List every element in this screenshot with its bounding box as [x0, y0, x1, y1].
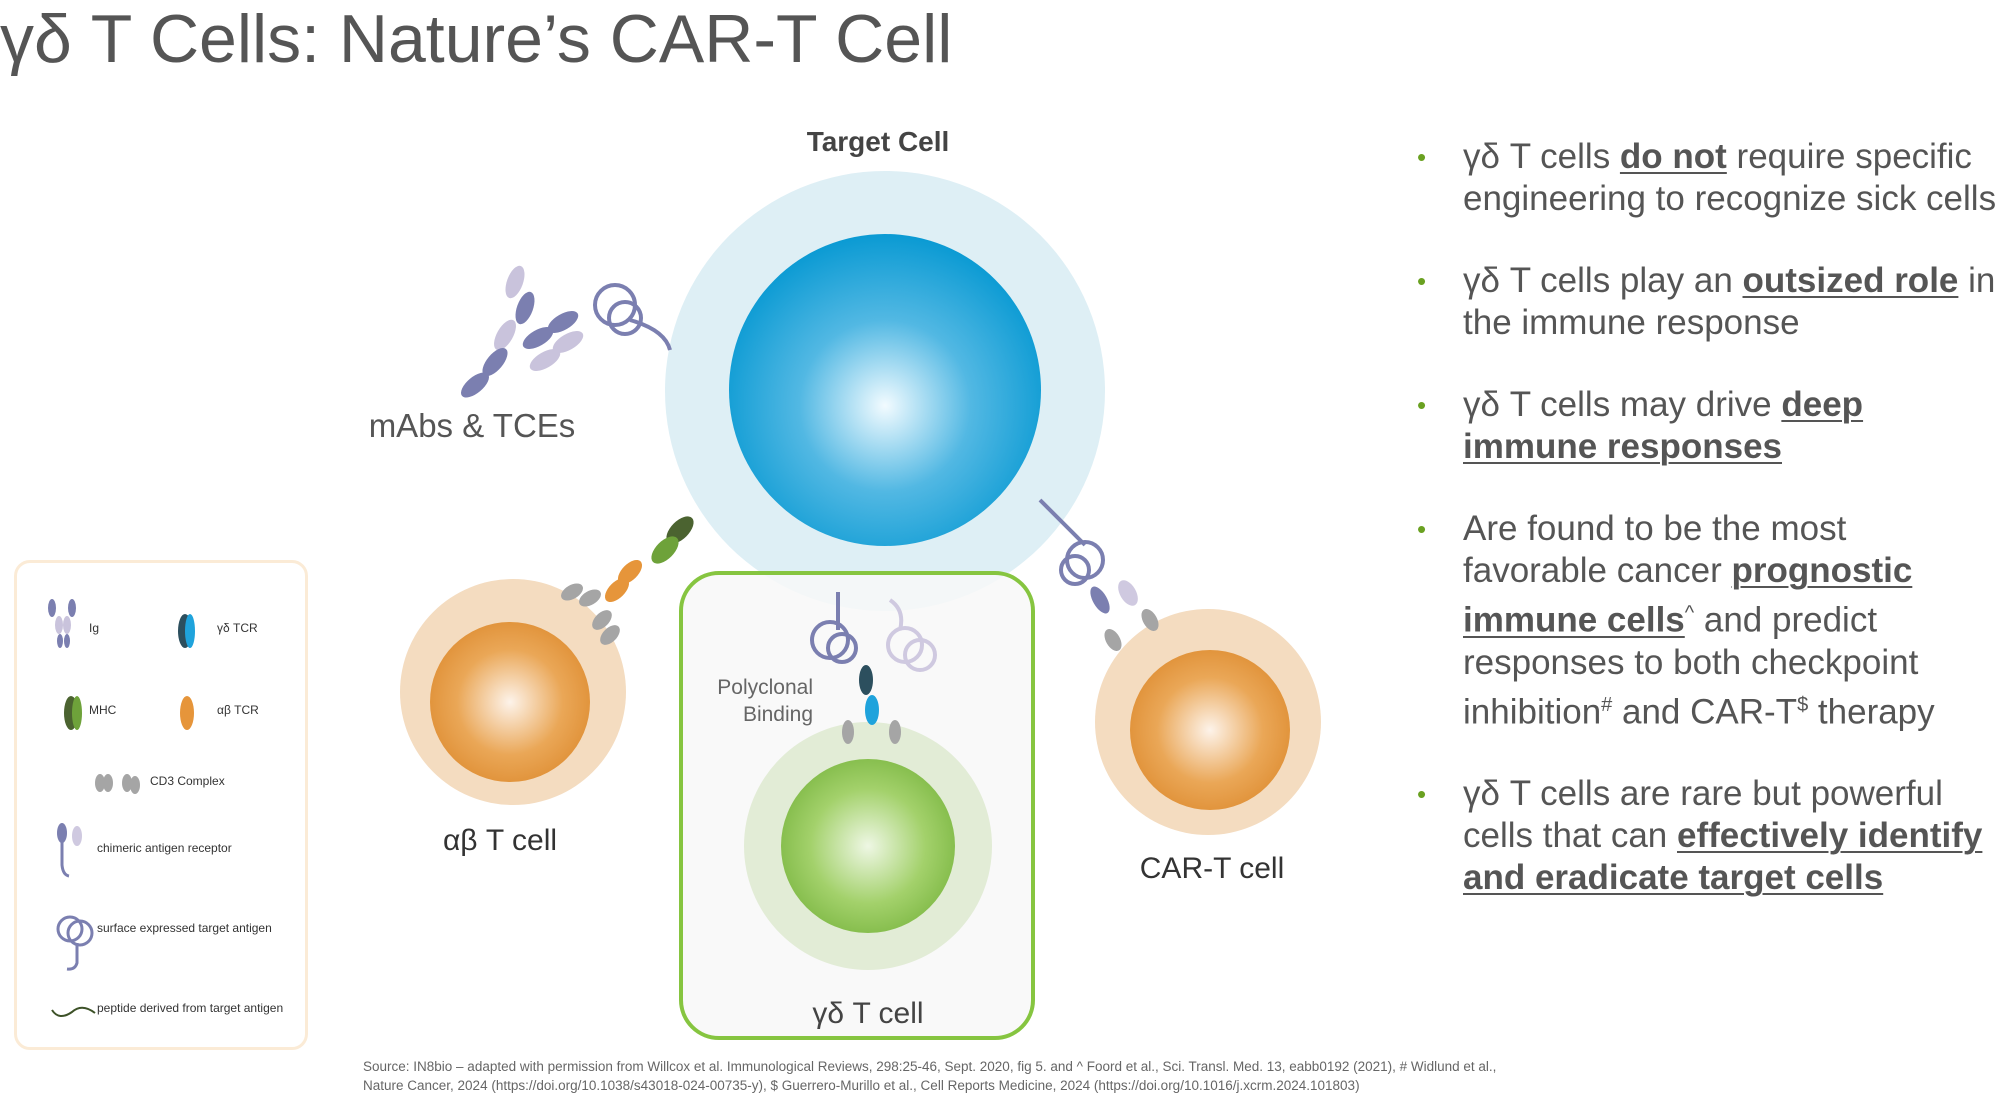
car-t-cell [1130, 650, 1290, 810]
ab-t-cell [430, 622, 590, 782]
bullet-text: require specific engineering to recogniz… [1463, 137, 1997, 218]
ig-icon [48, 599, 76, 648]
target-cell [729, 234, 1041, 546]
ab-tcr-legend-icon [180, 696, 194, 730]
legend-ab-tcr: αβ TCR [217, 703, 259, 717]
cd3-legend-icon [95, 774, 140, 794]
bullet-list: • γδ T cells do not require specific engi… [1417, 136, 1997, 939]
ab-tcr-icon [604, 559, 643, 603]
source-line-2: Nature Cancer, 2024 (https://doi.org/10.… [363, 1078, 1360, 1093]
gd-tcr-legend-icon [178, 614, 195, 648]
slide-title: γδ T Cells: Nature’s CAR-T Cell [0, 1, 953, 77]
car-icon [1090, 580, 1138, 614]
bullet-item: • Are found to be the most favorable canc… [1417, 508, 1997, 733]
bullet-dot: • [1417, 779, 1427, 810]
footnote-mark: # [1601, 693, 1613, 716]
bullet-emphasis: prognostic immune cells [1463, 551, 1913, 640]
gd-tcr-icon [859, 665, 879, 725]
bullet-dot: • [1417, 142, 1427, 172]
legend-mhc: MHC [89, 703, 117, 717]
bullet-item: • γδ T cells may drive deep immune respon… [1417, 384, 1997, 468]
legend-peptide: peptide derived from target antigen [97, 1001, 284, 1015]
bullet-emphasis: deep immune responses [1463, 385, 1864, 466]
polyclonal-label: Polyclonal [717, 676, 813, 699]
target-cell-label: Target Cell [807, 126, 950, 157]
bullet-emphasis: do not [1619, 137, 1727, 176]
bullet-dot: • [1417, 514, 1427, 544]
bullet-dot: • [1417, 266, 1427, 296]
bullet-dot: • [1417, 390, 1427, 420]
car-legend-icon [57, 823, 82, 878]
cd3-complex-icon [561, 583, 1159, 744]
legend-antigen: surface expressed target antigen [97, 921, 272, 935]
bullet-text: γδ T cells may drive [1463, 385, 1782, 424]
gd-t-cell [781, 759, 955, 933]
mhc-legend-icon [64, 696, 82, 730]
target-antigen-icon [593, 283, 1105, 664]
bullet-item: • γδ T cells play an outsized role in the… [1417, 260, 1997, 344]
source-line-1: Source: IN8bio – adapted with permission… [363, 1059, 1497, 1074]
bullet-item: • γδ T cells are rare but powerful cells … [1417, 773, 1997, 899]
bullet-text: in the immune response [1463, 261, 1996, 342]
bullet-text: therapy [1808, 692, 1935, 732]
legend-ig: Ig [89, 621, 100, 635]
ab-t-cell-label: αβ T cell [443, 824, 557, 857]
mabs-label: mAbs & TCEs [369, 407, 576, 444]
source-citation: Source: IN8bio – adapted with permission… [363, 1057, 1983, 1095]
footnote-mark: ^ [1684, 602, 1695, 624]
peptide-legend-icon [51, 1006, 96, 1017]
footnote-mark: $ [1797, 693, 1809, 716]
bullet-text: γδ T cells are rare but powerful cells t… [1463, 774, 1943, 856]
bullet-item: • γδ T cells do not require specific engi… [1417, 136, 1997, 220]
legend-gd-tcr: γδ TCR [217, 621, 258, 635]
legend-car: chimeric antigen receptor [97, 841, 232, 855]
bullet-text: and CAR-T [1612, 692, 1798, 732]
bullet-text: and predict responses to both checkpoint… [1463, 600, 1919, 732]
bullet-text: γδ T cells [1463, 137, 1620, 176]
bullet-text: γδ T cells play an [1463, 261, 1743, 300]
gd-t-cell-label: γδ T cell [812, 997, 923, 1030]
mhc-icon [651, 516, 694, 564]
binding-label: Binding [743, 703, 813, 726]
legend-cd3: CD3 Complex [150, 774, 225, 788]
bullet-emphasis: outsized role [1742, 261, 1959, 300]
target-antigen-faded-icon [886, 598, 937, 672]
car-t-cell-label: CAR-T cell [1140, 852, 1284, 885]
legend-icons [48, 599, 195, 1017]
antibody-icon [460, 265, 584, 398]
bullet-text: Are found to be the most favorable cance… [1463, 509, 1847, 590]
antigen-legend-icon [56, 915, 94, 971]
legend-panel: Ig γδ TCR MHC αβ TCR CD3 Complex chimeri… [14, 560, 308, 1050]
bullet-emphasis: effectively identify and eradicate targe… [1463, 816, 1983, 898]
